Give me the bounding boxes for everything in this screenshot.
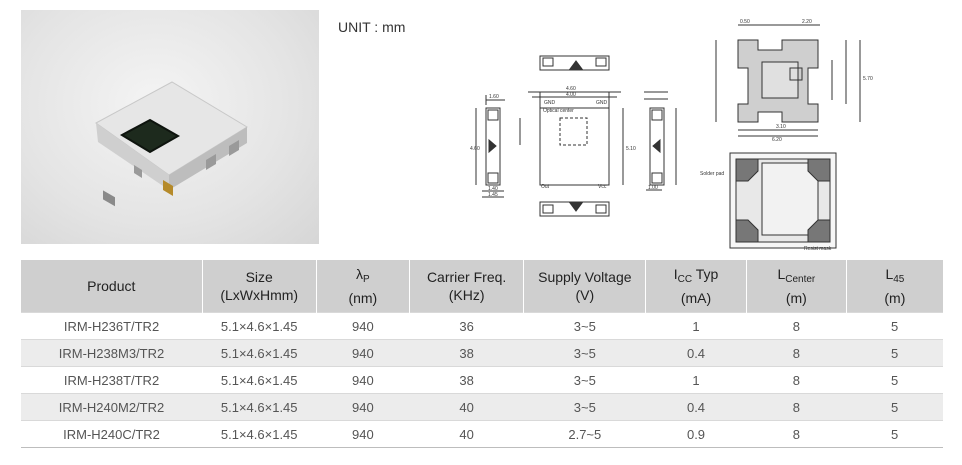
cell-wavelength: 940: [316, 339, 410, 367]
header-l-center: LCenter(m): [746, 260, 847, 313]
dim-1-40: 1.40: [488, 186, 498, 192]
header-l45: L45(m): [846, 260, 943, 313]
dim-0-50: 0.50: [740, 19, 750, 25]
cell-carrier: 36: [409, 312, 524, 340]
dim-1-60: 1.60: [489, 94, 499, 100]
dim-5-70: 5.70: [863, 76, 873, 82]
cell-wavelength: 940: [316, 312, 410, 340]
cell-l-center: 8: [746, 393, 847, 421]
cell-size: 5.1×4.6×1.45: [202, 393, 317, 421]
dim-1-00: 1.00: [648, 185, 658, 191]
dim-top-width-inner: 4.00: [566, 92, 576, 98]
cell-product: IRM-H240C/TR2: [21, 420, 203, 448]
top-side-view: [539, 55, 610, 71]
dim-4-60: 4.60: [470, 146, 480, 152]
vcc-label: Vcc: [598, 184, 607, 190]
cell-supply: 3~5: [523, 339, 646, 367]
header-wavelength: λP(nm): [316, 260, 410, 313]
land-pattern: [715, 24, 861, 137]
optical-center-label: Optical center: [543, 108, 574, 114]
right-side-view: [644, 91, 677, 191]
cell-l-center: 8: [746, 339, 847, 367]
cell-l45: 5: [846, 393, 943, 421]
spec-table: Product Size(LxWxHmm) λP(nm) Carrier Fre…: [21, 260, 943, 448]
header-supply-voltage: Supply Voltage(V): [523, 260, 647, 313]
table-row: IRM-H240M2/TR2 5.1×4.6×1.45 940 40 3~5 0…: [21, 393, 943, 421]
cell-supply: 3~5: [523, 312, 646, 340]
cell-carrier: 38: [409, 366, 524, 394]
solder-pad-label: Solder pad: [700, 171, 724, 177]
cell-carrier: 40: [409, 420, 524, 448]
table-header-row: Product Size(LxWxHmm) λP(nm) Carrier Fre…: [21, 260, 943, 313]
cell-size: 5.1×4.6×1.45: [202, 339, 317, 367]
dimension-drawings: GND GND Optical center Out Vcc Solder pa…: [470, 19, 873, 252]
header-carrier-freq: Carrier Freq.(KHz): [409, 260, 525, 313]
cell-carrier: 40: [409, 393, 524, 421]
left-side-view: [475, 95, 505, 198]
cell-icc: 0.4: [645, 339, 747, 367]
cell-wavelength: 940: [316, 393, 410, 421]
cell-supply: 2.7~5: [523, 420, 646, 448]
cell-size: 5.1×4.6×1.45: [202, 366, 317, 394]
dim-3-10: 3.10: [776, 124, 786, 130]
gnd-right-label: GND: [596, 100, 608, 106]
out-label: Out: [541, 184, 550, 190]
dim-top-width: 4.60: [566, 86, 576, 92]
table-row: IRM-H238T/TR2 5.1×4.6×1.45 940 38 3~5 1 …: [21, 366, 943, 394]
header-product: Product: [21, 260, 203, 313]
cell-product: IRM-H236T/TR2: [21, 312, 203, 340]
cell-icc: 0.9: [645, 420, 747, 448]
gnd-left-label: GND: [544, 100, 556, 106]
header-icc-typ: ICC Typ(mA): [645, 260, 747, 313]
cell-l45: 5: [846, 366, 943, 394]
cell-supply: 3~5: [523, 393, 646, 421]
cell-wavelength: 940: [316, 366, 410, 394]
cell-l-center: 8: [746, 366, 847, 394]
table-row: IRM-H236T/TR2 5.1×4.6×1.45 940 36 3~5 1 …: [21, 312, 943, 340]
front-view: [519, 91, 624, 186]
cell-product: IRM-H238M3/TR2: [21, 339, 203, 367]
cell-product: IRM-H238T/TR2: [21, 366, 203, 394]
ir-receiver-module-image: [95, 81, 248, 207]
table-row: IRM-H240C/TR2 5.1×4.6×1.45 940 40 2.7~5 …: [21, 420, 943, 448]
cell-l45: 5: [846, 339, 943, 367]
cell-size: 5.1×4.6×1.45: [202, 420, 317, 448]
cell-carrier: 38: [409, 339, 524, 367]
cell-l-center: 8: [746, 420, 847, 448]
cell-product: IRM-H240M2/TR2: [21, 393, 203, 421]
dim-6-20: 6.20: [772, 137, 782, 143]
product-photo: [21, 10, 319, 244]
cell-l-center: 8: [746, 312, 847, 340]
cell-l45: 5: [846, 420, 943, 448]
unit-label: UNIT : mm: [338, 19, 406, 35]
header-size: Size(LxWxHmm): [202, 260, 317, 313]
cell-icc: 1: [645, 312, 747, 340]
table-row: IRM-H238M3/TR2 5.1×4.6×1.45 940 38 3~5 0…: [21, 339, 943, 367]
pad-layout-view: [729, 152, 837, 249]
resist-mask-label: Resist mask: [804, 246, 832, 252]
cell-icc: 1: [645, 366, 747, 394]
dim-2-20: 2.20: [802, 19, 812, 25]
cell-wavelength: 940: [316, 420, 410, 448]
bottom-side-view: [539, 201, 610, 217]
cell-supply: 3~5: [523, 366, 646, 394]
cell-size: 5.1×4.6×1.45: [202, 312, 317, 340]
cell-l45: 5: [846, 312, 943, 340]
cell-icc: 0.4: [645, 393, 747, 421]
dim-1-45: 1.45: [488, 192, 498, 198]
dim-5-10: 5.10: [626, 146, 636, 152]
